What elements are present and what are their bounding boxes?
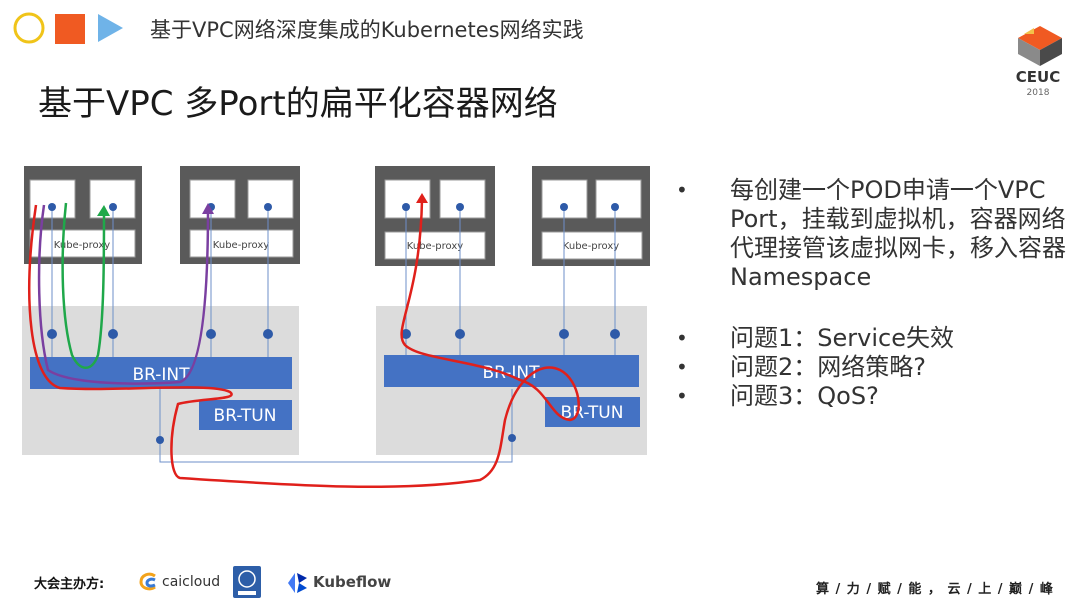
sponsor-label: 大会主办方: [34,577,105,592]
kube-proxy-label: Kube-proxy [54,240,110,251]
square-icon [55,14,85,44]
kubeflow-logo-icon [288,573,307,593]
right-br-tun-label: BR-TUN [561,403,624,423]
left-vm-2: Kube-proxy [180,166,300,264]
kube-proxy-label: Kube-proxy [213,240,269,251]
slide-title: 基于VPC 多Port的扁平化容器网络 [38,84,558,124]
caicloud-logo-icon [139,572,156,591]
sponsor-kubeflow: Kubeflow [313,573,392,591]
red-path [28,199,580,489]
right-br-tun [545,397,640,427]
ceuc-logo: CEUC 2018 [1016,26,1062,98]
green-path [61,202,106,369]
purple-path [37,204,210,385]
left-br-tun [199,400,292,430]
bullet-list: 每创建一个POD申请一个VPC Port，挂载到虚拟机，容器网络代理接管该虚拟网… [676,176,1071,411]
play-icon [98,14,123,42]
sponsor-badge-icon [233,566,261,598]
footer-slogan: 算 / 力 / 赋 / 能 ， 云 / 上 / 巅 / 峰 [816,582,1054,597]
kube-proxy-label: Kube-proxy [407,241,463,252]
logo-name: CEUC [1016,68,1060,86]
bullet-main: 每创建一个POD申请一个VPC Port，挂载到虚拟机，容器网络代理接管该虚拟网… [676,176,1071,292]
right-vm-2: Kube-proxy [532,166,650,266]
left-br-int-label: BR-INT [132,365,190,385]
sponsor-caicloud: caicloud [162,574,221,590]
right-br-int [384,355,639,387]
left-br-tun-label: BR-TUN [214,406,277,426]
bullet-issue-2: 问题2：网络策略? [676,353,1071,382]
bullet-issue-1: 问题1：Service失效 [676,324,1071,353]
circle-icon [13,12,45,44]
header-title: 基于VPC网络深度集成的Kubernetes网络实践 [150,18,584,42]
header-icons [13,12,123,44]
kube-proxy-label: Kube-proxy [563,241,619,252]
logo-year: 2018 [1027,88,1050,98]
bullet-issue-3: 问题3：QoS? [676,382,1071,411]
right-vm-1: Kube-proxy [375,166,495,266]
network-diagram: Kube-proxy Kube-proxy Kube-proxy Kube-pr… [22,166,650,489]
